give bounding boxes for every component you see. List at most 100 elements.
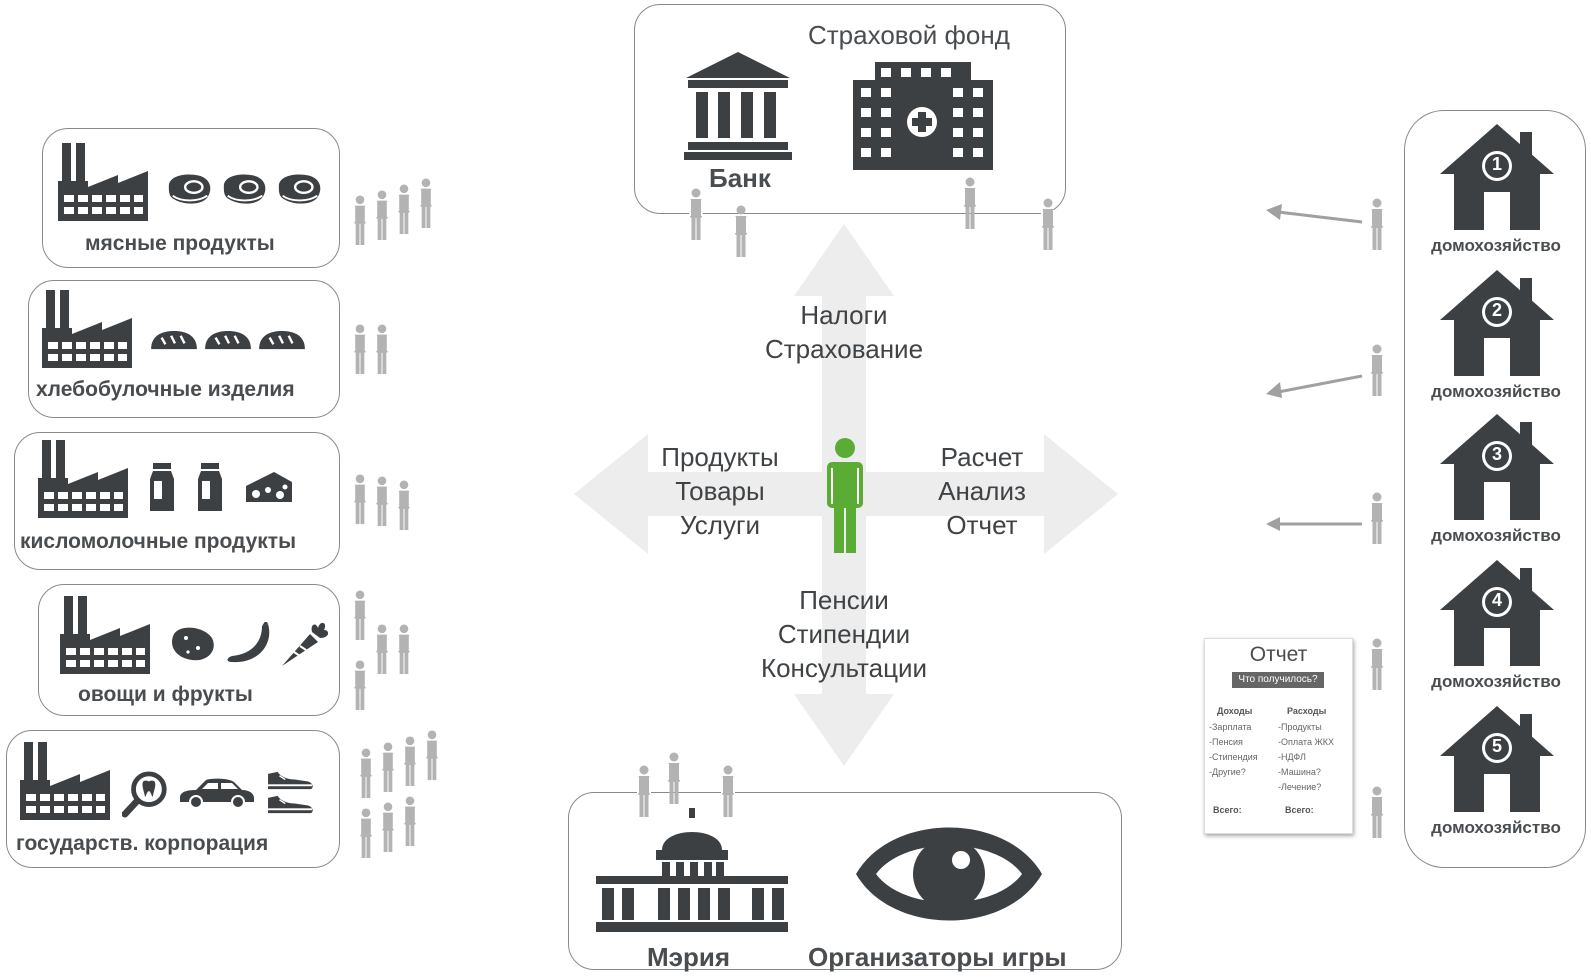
- flow-down-label-3: Консультации: [760, 653, 928, 683]
- person-icon: [380, 742, 396, 792]
- person-icon: [358, 808, 374, 858]
- tooth-magnifier-icon: [122, 770, 170, 818]
- factory-icon: [42, 290, 132, 368]
- person-icon: [1368, 198, 1386, 250]
- report-title: Отчет: [1249, 643, 1308, 666]
- person-icon: [396, 624, 412, 674]
- household-number: 3: [1491, 444, 1502, 464]
- bread-icon: [258, 330, 306, 351]
- person-icon: [352, 590, 368, 640]
- insurance-fund-label: Страховой фонд: [808, 20, 1010, 50]
- person-icon: [374, 324, 390, 374]
- person-icon: [352, 660, 368, 710]
- household-label: домохозяйство: [1431, 526, 1561, 545]
- person-icon: [961, 177, 979, 229]
- list-item: -Продукты: [1278, 722, 1322, 732]
- person-icon: [1368, 638, 1386, 690]
- person-icon: [418, 178, 434, 228]
- potato-icon: [168, 624, 216, 664]
- person-icon: [352, 195, 368, 245]
- flow-left-label-3: Услуги: [680, 510, 760, 540]
- meat-icon: [220, 172, 268, 206]
- house-icon: [1440, 706, 1554, 812]
- household-number: 4: [1491, 590, 1502, 610]
- arrow-left-icon: [1266, 204, 1363, 224]
- report-expense-list: -Продукты -Оплата ЖКХ -НДФЛ -Машина? -Ле…: [1278, 720, 1334, 795]
- person-icon: [380, 802, 396, 852]
- industry-label-corporation: государств. корпорация: [16, 832, 269, 855]
- flow-up-label-2: Страхование: [764, 334, 924, 364]
- industry-label-vegetables-fruits: овощи и фрукты: [78, 683, 253, 706]
- person-icon: [1368, 786, 1386, 838]
- flow-left-label-1: Продукты: [661, 442, 779, 472]
- bread-icon: [204, 330, 252, 351]
- person-icon: [402, 736, 418, 786]
- meat-icon: [165, 172, 213, 206]
- sneakers-icon: [266, 770, 314, 791]
- bank-icon: [684, 52, 792, 160]
- eye-icon: [856, 827, 1042, 921]
- person-icon: [396, 184, 412, 234]
- person-icon: [374, 624, 390, 674]
- person-icon: [374, 476, 390, 526]
- household-number: 1: [1491, 154, 1502, 174]
- flow-right-label-1: Расчет: [940, 442, 1024, 472]
- household-label: домохозяйство: [1431, 672, 1561, 691]
- carrot-icon: [280, 620, 328, 668]
- hospital-icon: [853, 62, 993, 170]
- list-item: -Пенсия: [1209, 737, 1243, 747]
- person-icon: [374, 190, 390, 240]
- flow-right-label-2: Анализ: [938, 476, 1026, 506]
- report-subtitle: Что получилось?: [1232, 672, 1324, 688]
- bread-icon: [150, 330, 198, 351]
- person-icon: [352, 474, 368, 524]
- person-icon: [396, 480, 412, 530]
- flow-right-label-3: Отчет: [946, 510, 1018, 540]
- household-label: домохозяйство: [1431, 236, 1561, 255]
- milk-carton-icon: [150, 463, 174, 511]
- household-label: домохозяйство: [1431, 382, 1561, 401]
- household-number: 5: [1491, 736, 1502, 756]
- industry-label-bread: хлебобулочные изделия: [36, 378, 295, 401]
- flow-down-label-1: Пенсии: [799, 585, 889, 615]
- report-income-total: Всего:: [1213, 805, 1242, 815]
- person-icon: [424, 730, 440, 780]
- organizers-label: Организаторы игры: [808, 942, 1067, 972]
- factory-icon: [38, 440, 128, 518]
- person-icon: [719, 765, 737, 817]
- industry-label-meat: мясные продукты: [85, 232, 275, 255]
- list-item: -НДФЛ: [1278, 752, 1306, 762]
- house-icon: [1440, 560, 1554, 666]
- report-expense-header: Расходы: [1287, 706, 1327, 716]
- factory-icon: [58, 143, 148, 221]
- household-label: домохозяйство: [1431, 818, 1561, 837]
- person-icon: [1368, 344, 1386, 396]
- person-icon: [1368, 492, 1386, 544]
- house-icon: [1440, 414, 1554, 520]
- flow-left-label-2: Товары: [675, 476, 765, 506]
- flow-up-label-1: Налоги: [800, 300, 888, 330]
- list-item: -Оплата ЖКХ: [1278, 737, 1335, 747]
- arrow-left-icon: [1266, 517, 1362, 531]
- list-item: -Другие?: [1209, 767, 1246, 777]
- list-item: -Лечение?: [1278, 782, 1322, 792]
- person-icon: [352, 324, 368, 374]
- player-person-icon: [827, 438, 863, 553]
- banana-icon: [224, 622, 272, 666]
- city-hall-label: Мэрия: [647, 942, 731, 972]
- list-item: -Машина?: [1278, 767, 1321, 777]
- person-icon: [402, 796, 418, 846]
- household-number: 2: [1491, 300, 1502, 320]
- meat-icon: [275, 172, 323, 206]
- report-income-list: -Зарплата -Пенсия -Стипендия -Другие?: [1209, 720, 1258, 780]
- person-icon: [635, 765, 653, 817]
- factory-icon: [20, 742, 110, 820]
- sneakers-icon: [266, 794, 314, 815]
- house-icon: [1440, 124, 1554, 230]
- list-item: -Стипендия: [1209, 752, 1258, 762]
- house-icon: [1440, 270, 1554, 376]
- report-income-header: Доходы: [1217, 706, 1253, 716]
- flow-down-label-2: Стипендии: [777, 619, 911, 649]
- cheese-icon: [244, 470, 294, 504]
- report-expense-total: Всего:: [1285, 805, 1314, 815]
